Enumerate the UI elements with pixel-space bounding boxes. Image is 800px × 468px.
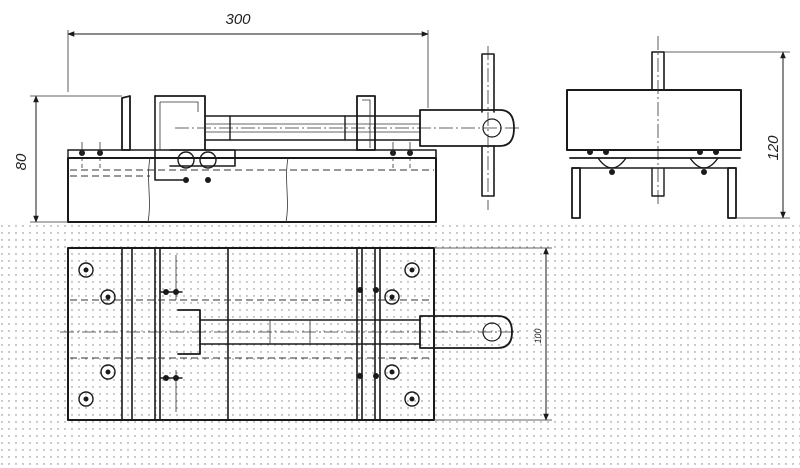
dimension-width-plan: 100 xyxy=(434,247,552,421)
dimension-80-label: 80 xyxy=(13,153,30,170)
plan-bolts xyxy=(78,262,420,407)
dimension-height-side: 120 xyxy=(664,51,790,219)
stippled-background xyxy=(0,222,800,468)
side-view xyxy=(566,36,742,219)
dimension-300-label: 300 xyxy=(225,11,251,28)
front-bolts xyxy=(79,142,413,168)
dimension-100-label: 100 xyxy=(533,328,543,343)
plan-view xyxy=(60,247,520,421)
dimension-120-label: 120 xyxy=(765,135,782,161)
dimension-height-front: 80 xyxy=(13,95,122,223)
front-view xyxy=(67,46,520,223)
dimension-length: 300 xyxy=(67,11,429,108)
